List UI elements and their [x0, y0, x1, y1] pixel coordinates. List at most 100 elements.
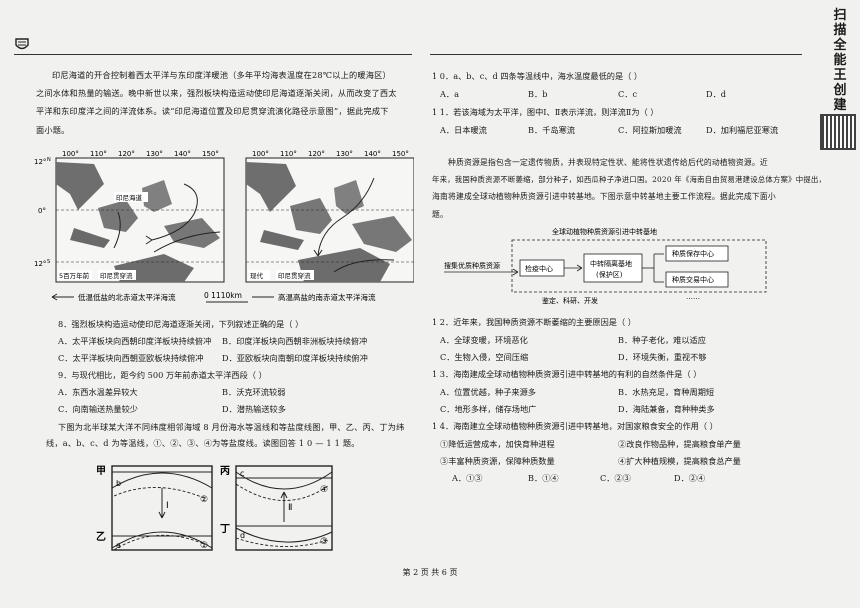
map-label: 现代	[250, 271, 264, 280]
isohaline-label: ④	[320, 485, 328, 495]
q12-option-a[interactable]: A．全球变暖，环境恶化	[440, 335, 528, 345]
diagram-left: 甲 乙 b a Ⅰ ② ①	[96, 465, 213, 551]
group2-line: 线，a、b、c、d 为等温线，①、②、③、④为等盐度线。读图回答 1 0 — 1…	[46, 438, 360, 449]
flow-out-trading	[665, 271, 729, 288]
q14-statement-4: ④扩大种植规模，提高粮食总产量	[618, 456, 741, 466]
lon-label: 130°	[146, 150, 163, 158]
lon-label: 140°	[364, 150, 381, 158]
flow-out-label: 种质保存中心	[672, 249, 714, 258]
scanner-watermark: 扫描全能王 创建	[833, 8, 847, 113]
isohaline-label: ②	[200, 495, 208, 505]
map-label: 5百万年前	[59, 271, 90, 280]
isotherm-diagram: 甲 乙 b a Ⅰ ② ① 丙 丁 c d Ⅱ ④ ③	[96, 465, 333, 551]
q13-option-b[interactable]: B．水热充足，育种周期短	[618, 387, 715, 397]
q9-option-d[interactable]: D．潜热输送较多	[222, 404, 286, 414]
right-map: 100° 110° 120° 130° 140° 150° 现代 印尼贯穿流	[245, 150, 414, 283]
lat-yi: 乙	[96, 531, 106, 543]
legend-text: 低温低盐的北赤道太平洋海流	[78, 292, 176, 302]
group2-paragraph: 下图为北半球某大洋不同纬度相邻海域 8 月份海水等温线和等盐度线图，甲、乙、丙、…	[46, 421, 416, 450]
lat-label: S	[47, 259, 50, 265]
group2-line: 下图为北半球某大洋不同纬度相邻海域 8 月份海水等温线和等盐度线图，甲、乙、丙、…	[58, 422, 405, 432]
lat-label: 12°	[34, 260, 46, 268]
q11-option-a[interactable]: A．日本暖流	[440, 125, 487, 135]
intro-line: 平洋和东印度洋之间的洋流体系。读“印尼海道位置及印尼贯穿流演化路径示意图”，据此…	[36, 106, 389, 117]
map-label: 印尼贯穿流	[100, 271, 133, 280]
lon-label: 120°	[308, 150, 325, 158]
flow-step-isolation	[583, 253, 643, 283]
q13-option-a[interactable]: A．位置优越，种子来源多	[440, 387, 536, 397]
isotherm-label: c	[240, 469, 244, 478]
lat-ding: 丁	[220, 523, 230, 535]
question-8-stem: 8．强烈板块构造运动使印尼海道逐渐关闭，下列叙述正确的是（ ）	[58, 319, 304, 329]
q11-option-b[interactable]: B．千岛寒流	[528, 125, 575, 135]
flow-step-label: 检疫中心	[525, 264, 553, 273]
q10-option-a[interactable]: A．a	[440, 89, 459, 99]
flow-bottom: 鉴定、科研、开发	[542, 296, 598, 305]
q12-option-d[interactable]: D．环境失衡，重视不够	[618, 352, 707, 362]
lon-label: 150°	[202, 150, 219, 158]
lat-label: 12°	[34, 158, 46, 166]
q8-option-d[interactable]: D．亚欧板块向南朝印度洋板块持续俯冲	[222, 353, 368, 363]
seed-paragraph: 种质资源是指包含一定遗传物质，并表现特定性状、能将性状遗传给后代的动植物资源。近…	[432, 156, 826, 221]
intro-line: 面小题。	[36, 124, 70, 135]
lon-label: 110°	[90, 150, 107, 158]
q11-option-d[interactable]: D．加利福尼亚寒流	[706, 125, 779, 135]
header-rule-right	[430, 54, 802, 55]
lat-jia: 甲	[96, 465, 106, 477]
q14-option-d[interactable]: D．②④	[674, 473, 706, 483]
flow-dashed-box	[511, 239, 767, 293]
flow-out-preservation	[665, 245, 729, 262]
diagram-right: 丙 丁 c d Ⅱ ④ ③	[220, 465, 333, 551]
q8-option-c[interactable]: C．太平洋板块向西朝亚欧板块持续俯冲	[58, 353, 204, 363]
q14-statement-2: ②改良作物品种，提高粮食单产量	[618, 439, 741, 449]
q11-option-c[interactable]: C．阿拉斯加暖流	[618, 125, 682, 135]
flow-out-label: 种质交易中心	[672, 275, 714, 284]
qr-code-icon	[820, 114, 856, 150]
q9-option-b[interactable]: B．沃克环流较弱	[222, 387, 286, 397]
lon-label: 120°	[118, 150, 135, 158]
question-9-stem: 9．与现代相比，距今约 500 万年前赤道太平洋西段（ ）	[58, 370, 267, 380]
q14-option-c[interactable]: C．②③	[600, 473, 631, 483]
q10-option-c[interactable]: C．c	[618, 89, 638, 99]
q12-option-c[interactable]: C．生物入侵，空间压缩	[440, 352, 529, 362]
q9-option-a[interactable]: A．东西水温差异较大	[58, 387, 138, 397]
current-label: Ⅱ	[288, 503, 292, 513]
q8-option-a[interactable]: A．太平洋板块向西朝印度洋板块持续俯冲	[58, 336, 212, 346]
q13-option-d[interactable]: D．海陆兼备，育种种类多	[618, 404, 715, 414]
isotherm-label: a	[116, 541, 121, 550]
question-10-stem: 1 0．a、b、c、d 四条等温线中，海水温度最低的是（ ）	[432, 71, 643, 81]
q10-option-b[interactable]: B．b	[528, 89, 548, 99]
q10-option-d[interactable]: D．d	[706, 89, 726, 99]
q13-option-c[interactable]: C．地形多样，储存场地广	[440, 404, 537, 414]
seed-line: 海南将建成全球动植物种质资源引进中转基地。下图示意中转基地主要工作流程。据此完成…	[432, 192, 776, 202]
isotherm-label: d	[240, 531, 245, 540]
lon-label: 100°	[252, 150, 269, 158]
q14-statement-3: ③丰富种质资源，保障种质数量	[440, 456, 555, 466]
lat-label: N	[47, 157, 51, 163]
q14-option-b[interactable]: B．①④	[528, 473, 559, 483]
lon-label: 100°	[62, 150, 79, 158]
flow-more: ……	[686, 293, 700, 301]
flow-step-label: 中转隔离基地	[590, 259, 632, 268]
lon-label: 130°	[336, 150, 353, 158]
legend-scale: 0 1110km	[204, 291, 242, 300]
lon-label: 140°	[174, 150, 191, 158]
isotherm-label: b	[116, 479, 121, 488]
q9-option-c[interactable]: C．向南输送热量较少	[58, 404, 138, 414]
transfer-base-flowchart: 全球动植物种质资源引进中转基地 搜集优质种质资源 检疫中心 中转隔离基地 (保护…	[444, 227, 767, 305]
intro-paragraph: 印尼海道的开合控制着西太平洋与东印度洋暖池（多年平均海表温度在28℃以上的暖海区…	[36, 69, 416, 137]
q12-option-b[interactable]: B．种子老化，难以适应	[618, 335, 706, 345]
flow-input: 搜集优质种质资源	[444, 261, 500, 270]
seed-line: 题。	[432, 209, 448, 219]
q14-option-a[interactable]: A．①③	[452, 473, 483, 483]
map-label: 印尼海道	[116, 193, 143, 202]
intro-line: 印尼海道的开合控制着西太平洋与东印度洋暖池（多年平均海表温度在28℃以上的暖海区…	[52, 70, 391, 80]
question-12-stem: 1 2．近年来，我国种质资源不断萎缩的主要原因是（ ）	[432, 317, 636, 327]
q8-option-b[interactable]: B．印度洋板块向西朝非洲板块持续俯冲	[222, 336, 368, 346]
legend-text: 高温高盐的南赤道太平洋海流	[278, 292, 376, 302]
seaway-maps: 100° 110° 120° 130° 140° 150° 12° N 0° 1…	[34, 150, 414, 303]
question-14-stem: 1 4．海南建立全球动植物种质资源引进中转基地，对国家粮食安全的作用（ ）	[432, 421, 718, 431]
isohaline-label: ①	[200, 541, 208, 551]
left-map: 100° 110° 120° 130° 140° 150° 12° N 0° 1…	[34, 150, 225, 283]
isohaline-label: ③	[320, 537, 328, 547]
